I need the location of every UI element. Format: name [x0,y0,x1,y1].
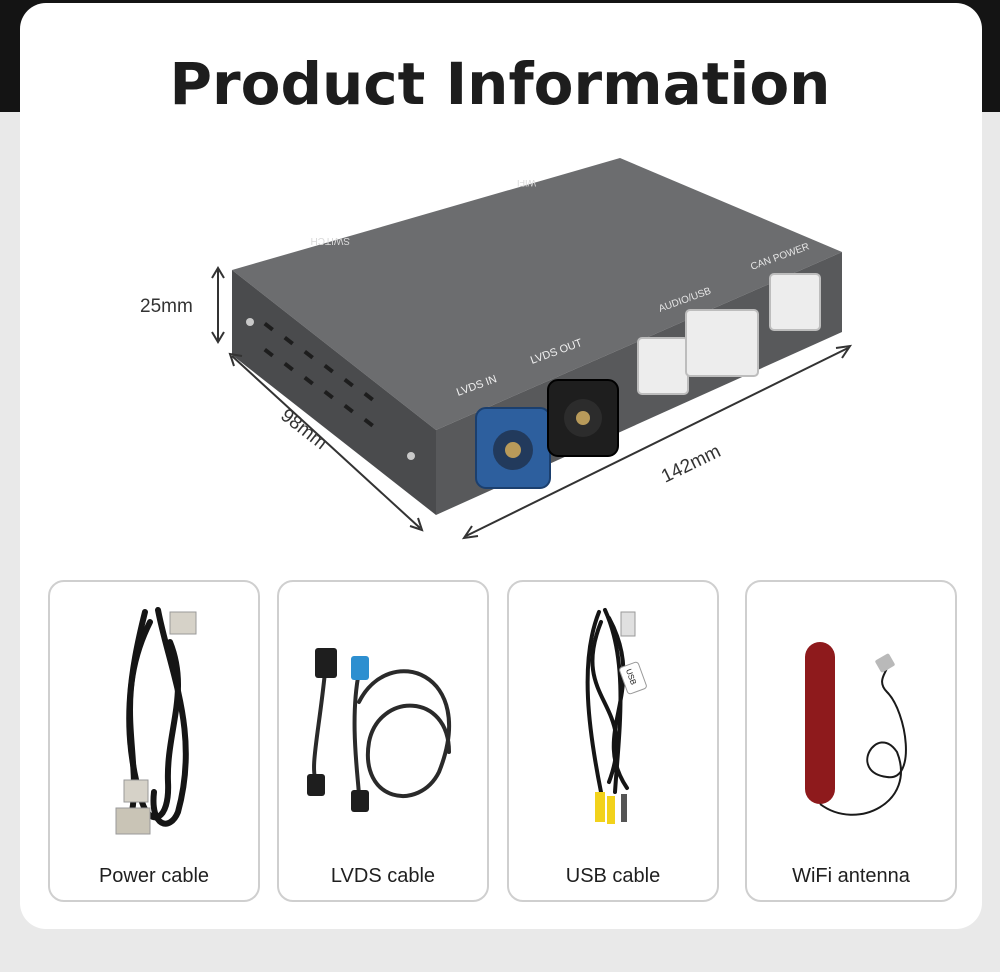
depth-dimension [228,352,424,532]
switch-label: SWITCH [311,235,350,246]
can-power-port [769,273,821,331]
accessory-tile-wifi-antenna: WiFi antenna [745,580,957,902]
accessory-label: WiFi antenna [792,865,910,887]
interface-box-illustration: SWITCH WIFI CAN POWER AUDIO/USB LVDS IN … [140,158,853,540]
audio-usb-port [637,309,759,395]
width-label: 142mm [658,441,724,488]
accessory-label: USB cable [565,865,661,887]
height-dimension [211,266,225,344]
lvds-out-connector [547,379,619,457]
screw-left [246,318,254,326]
screw-right [407,452,415,460]
accessory-tile-lvds-cable: LVDS cable [277,580,489,902]
accessory-tile-usb-cable: USB USB cable [507,580,719,902]
lvds-in-connector [475,407,551,489]
accessory-label: LVDS cable [330,865,436,887]
lvds-cable-icon [307,648,452,812]
page-title: Product Information [169,50,831,118]
box-top-face [232,158,842,430]
box-left-face [232,270,436,515]
width-dimension [461,344,853,540]
accessory-tile-power-cable: Power cable [48,580,260,902]
usb-cable-icon: USB [585,608,647,824]
power-cable-icon [115,607,197,835]
accessory-label: Power cable [98,865,210,887]
height-label: 25mm [140,296,193,317]
vent-slots [263,322,374,428]
wifi-label: WIFI [517,178,536,188]
wifi-antenna-icon [805,642,907,816]
